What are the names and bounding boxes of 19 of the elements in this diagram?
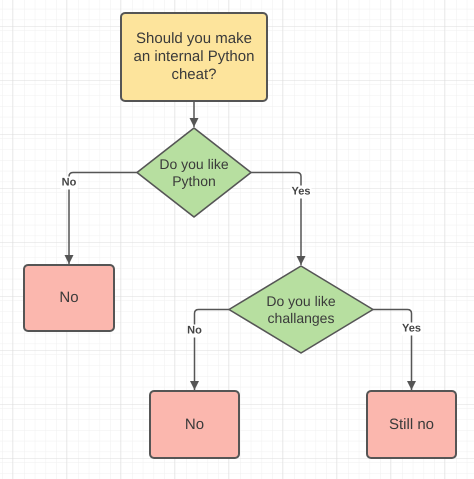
arrow — [190, 308, 229, 390]
decision-diamond — [228, 265, 374, 354]
edge-label: Yes — [290, 185, 312, 198]
decision-diamond — [136, 127, 252, 218]
outcome-box — [366, 390, 457, 459]
arrow — [64, 172, 137, 264]
node-text: Still no — [388, 416, 436, 434]
arrow — [190, 102, 198, 127]
edge-label: No — [60, 176, 78, 189]
arrow — [251, 172, 306, 265]
outcome-box — [149, 390, 240, 459]
node-text: Should you make an internal Python cheat? — [132, 30, 256, 84]
node-text: Do you like Python — [158, 156, 230, 190]
question-box — [120, 12, 268, 102]
arrow — [373, 308, 416, 390]
outcome-box — [23, 264, 115, 332]
node-text: No — [184, 416, 206, 434]
node-text: Do you like challanges — [265, 292, 337, 326]
node-text: No — [58, 289, 80, 307]
